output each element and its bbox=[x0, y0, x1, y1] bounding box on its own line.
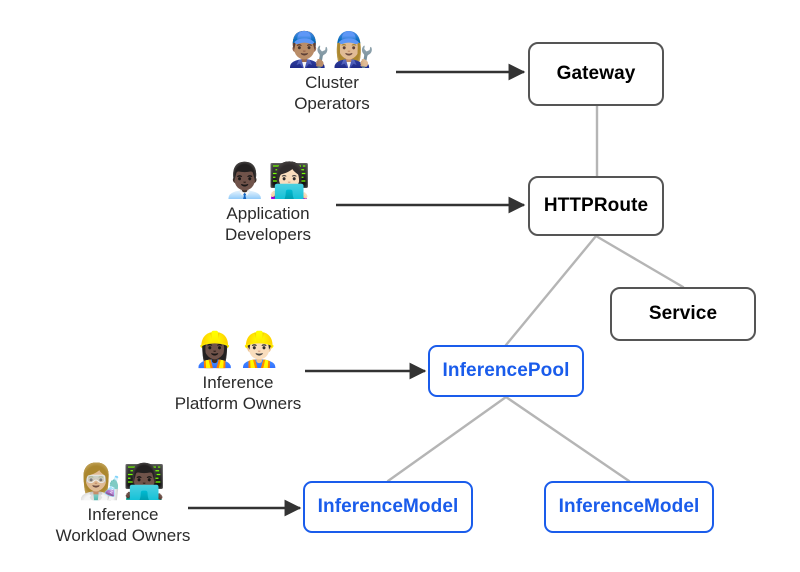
node-httproute[interactable]: HTTPRoute bbox=[528, 176, 664, 236]
persona-inference-platform-owners: 👷🏿‍♀️👷🏻‍♂️ Inference Platform Owners bbox=[148, 330, 328, 414]
node-inferencepool[interactable]: InferencePool bbox=[428, 345, 584, 397]
edge-httproute-inferencepool bbox=[504, 234, 598, 347]
application-developers-label: Application Developers bbox=[225, 204, 311, 244]
application-developers-icons: 👨🏿‍💼👩🏻‍💻 bbox=[223, 161, 313, 201]
inference-platform-owners-label: Inference Platform Owners bbox=[174, 373, 302, 413]
inference-workload-owners-icons: 👩🏼‍🔬👨🏿‍💻 bbox=[78, 462, 168, 502]
cluster-operators-label: Cluster Operators bbox=[294, 73, 370, 113]
persona-application-developers: 👨🏿‍💼👩🏻‍💻 Application Developers bbox=[188, 161, 348, 245]
persona-cluster-operators: 👨🏽‍🔧👩🏼‍🔧 Cluster Operators bbox=[252, 30, 412, 114]
cluster-operators-icons: 👨🏽‍🔧👩🏼‍🔧 bbox=[287, 30, 377, 70]
node-inferencemodel-1[interactable]: InferenceModel bbox=[303, 481, 473, 533]
persona-inference-workload-owners: 👩🏼‍🔬👨🏿‍💻 Inference Workload Owners bbox=[30, 462, 216, 546]
edge-inferencepool-model-1 bbox=[386, 395, 508, 483]
inference-platform-owners-icons: 👷🏿‍♀️👷🏻‍♂️ bbox=[193, 330, 283, 370]
inference-workload-owners-label: Inference Workload Owners bbox=[55, 505, 191, 545]
node-inferencemodel-2[interactable]: InferenceModel bbox=[544, 481, 714, 533]
edge-httproute-service bbox=[594, 234, 685, 289]
node-service[interactable]: Service bbox=[610, 287, 756, 341]
edge-inferencepool-model-2 bbox=[504, 395, 631, 483]
node-gateway[interactable]: Gateway bbox=[528, 42, 664, 106]
